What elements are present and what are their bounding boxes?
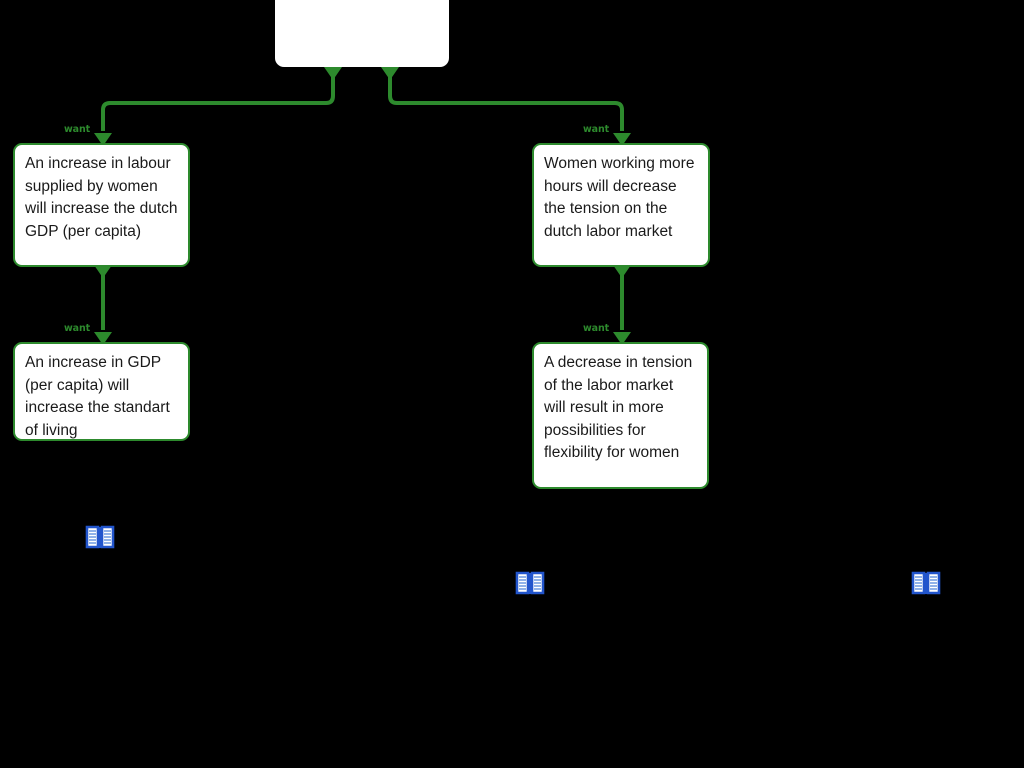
edge-left-chain (94, 265, 112, 345)
node-right-2[interactable]: A decrease in tension of the labor marke… (532, 342, 709, 489)
edge-root-to-left (94, 67, 342, 146)
node-left-1-text: An increase in labour supplied by women … (25, 155, 178, 240)
open-book-icon[interactable] (911, 570, 941, 596)
edge-right-chain (613, 265, 631, 345)
edge-label-left-chain: want (64, 323, 91, 334)
node-right-1[interactable]: Women working more hours will decrease t… (532, 143, 710, 267)
open-book-icon[interactable] (85, 524, 115, 550)
edge-label-root-right: want (583, 124, 610, 135)
node-left-2-text: An increase in GDP (per capita) will inc… (25, 354, 170, 439)
node-right-1-text: Women working more hours will decrease t… (544, 155, 695, 240)
node-left-1[interactable]: An increase in labour supplied by women … (13, 143, 190, 267)
node-root[interactable] (275, 0, 449, 67)
edge-label-root-left: want (64, 124, 91, 135)
edge-label-right-chain: want (583, 323, 610, 334)
node-right-2-text: A decrease in tension of the labor marke… (544, 354, 693, 462)
node-left-2[interactable]: An increase in GDP (per capita) will inc… (13, 342, 190, 441)
open-book-icon[interactable] (515, 570, 545, 596)
